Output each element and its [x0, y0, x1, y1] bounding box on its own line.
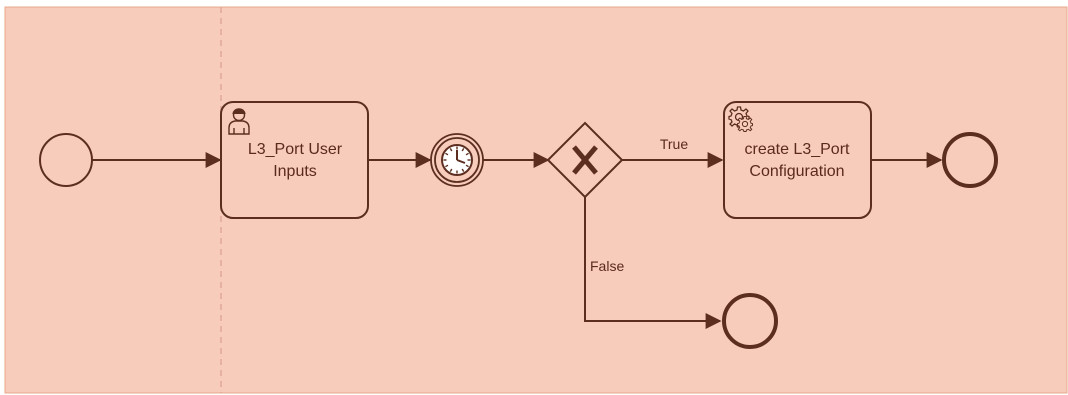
gear-icon — [728, 106, 753, 132]
service-task-label-line1: create L3_Port — [745, 141, 851, 158]
end-event-success[interactable] — [942, 132, 998, 188]
process-pool — [4, 6, 1068, 394]
service-task-label-line2: Configuration — [749, 163, 844, 180]
start-event[interactable] — [39, 133, 93, 187]
end-event-false[interactable] — [722, 293, 778, 349]
user-icon — [228, 108, 250, 135]
sequence-flow-false[interactable] — [584, 197, 722, 329]
user-task-label-line1: L3_Port User — [248, 141, 343, 158]
user-task-label-line2: Inputs — [273, 163, 317, 180]
clock-icon — [441, 144, 473, 176]
user-task-l3-port-user-inputs[interactable]: L3_Port User Inputs — [220, 101, 369, 219]
service-task-create-l3-port-configuration[interactable]: create L3_Port Configuration — [723, 101, 872, 219]
flow-label-true: True — [660, 136, 688, 152]
exclusive-gateway-x-icon — [572, 145, 598, 175]
timer-intermediate-event[interactable] — [430, 133, 484, 187]
flow-label-false: False — [590, 258, 624, 274]
